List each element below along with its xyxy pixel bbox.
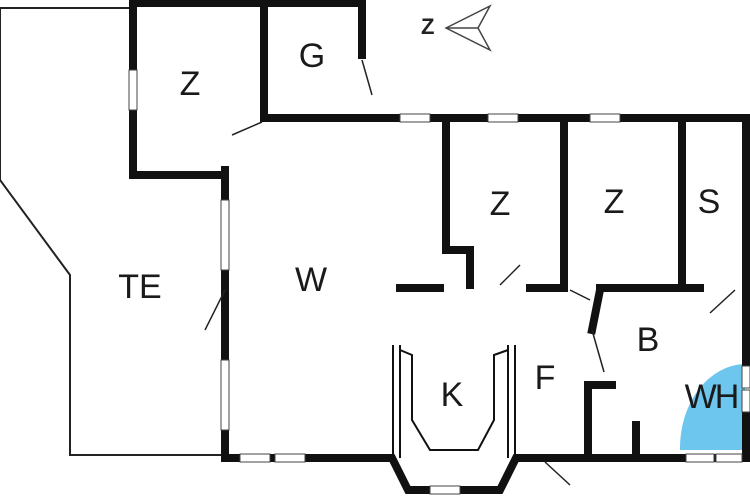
room-label-kitchen: K <box>440 376 464 414</box>
room-label-storage: S <box>697 183 721 221</box>
walls <box>129 0 750 494</box>
compass-label: Z <box>421 14 435 39</box>
room-label-whirlpool: WH <box>684 378 740 416</box>
terrace-outline <box>0 7 222 456</box>
kitchen-counter <box>392 345 516 458</box>
room-label-bathroom: B <box>636 321 660 359</box>
room-label-f-room: F <box>534 359 556 397</box>
room-label-bedroom-2: Z <box>603 183 625 221</box>
room-label-garage: G <box>298 37 326 75</box>
windows <box>128 69 750 495</box>
whirlpool-shape <box>679 364 745 450</box>
room-label-terrace: TE <box>118 268 162 306</box>
room-label-bedroom-top-left: Z <box>179 65 201 103</box>
north-arrow-icon <box>444 4 492 52</box>
door-swings <box>204 59 736 486</box>
room-label-living: W <box>294 261 328 299</box>
room-label-bedroom-1: Z <box>489 185 511 223</box>
